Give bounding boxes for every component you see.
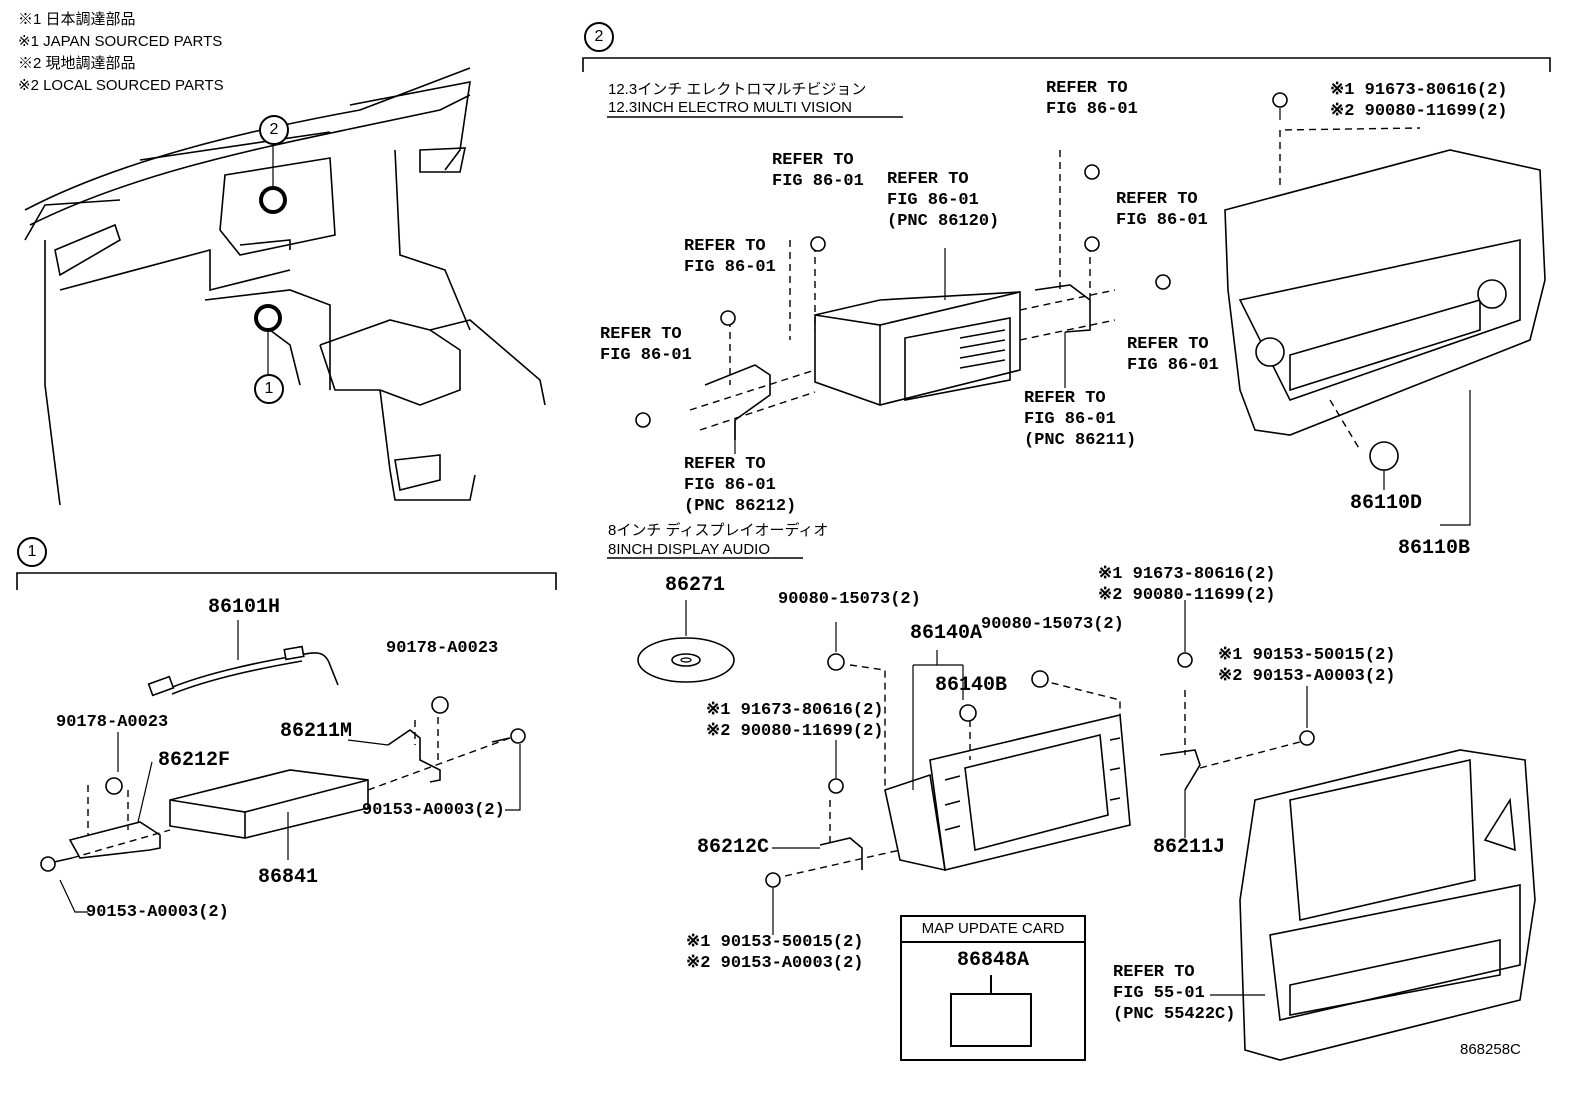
callout-2-dashboard: 2 (259, 115, 289, 145)
part-90153-A0003-left: 90153-A0003(2) (86, 903, 229, 922)
note-japan-en: ※1 JAPAN SOURCED PARTS (18, 33, 223, 50)
callout-1-dashboard: 1 (254, 374, 284, 404)
bolt-right-label: ※1 91673-80616(2)※2 90080-11699(2) (1098, 565, 1276, 605)
map-update-card-box: MAP UPDATE CARD 86848A (900, 915, 1086, 1061)
part-86212F: 86212F (158, 749, 231, 772)
caption-multi-vision-en: 12.3INCH ELECTRO MULTI VISION (608, 99, 852, 116)
note-local-en: ※2 LOCAL SOURCED PARTS (18, 77, 224, 94)
leader-line (990, 975, 992, 993)
map-update-card-title: MAP UPDATE CARD (902, 917, 1084, 943)
note-japan-jp: ※1 日本調達部品 (18, 11, 136, 28)
callout-1-section: 1 (17, 537, 47, 567)
dashboard-illustration (24, 67, 546, 506)
bolt-top-label: ※1 91673-80616(2)※2 90080-11699(2) (1330, 81, 1508, 121)
caption-multi-vision-jp: 12.3インチ エレクトロマルチビジョン (608, 81, 867, 98)
screw-left-label: ※1 90153-50015(2)※2 90153-A0003(2) (686, 933, 864, 973)
caption-display-audio-jp: 8インチ ディスプレイオーディオ (608, 522, 829, 539)
part-86271: 86271 (665, 574, 726, 597)
part-90080-15073-a: 90080-15073(2) (778, 590, 921, 609)
bolt-left-label: ※1 91673-80616(2)※2 90080-11699(2) (706, 701, 884, 741)
part-90178-A0023-top: 90178-A0023 (386, 639, 499, 658)
part-90080-15073-b: 90080-15073(2) (981, 615, 1124, 634)
part-86101H: 86101H (208, 596, 281, 619)
part-86841: 86841 (258, 866, 319, 889)
part-86140A: 86140A (910, 622, 983, 645)
part-86212C: 86212C (697, 836, 770, 859)
part-86110D: 86110D (1350, 492, 1423, 515)
part-90153-A0003-right: 90153-A0003(2) (362, 801, 505, 820)
part-90178-A0023-left: 90178-A0023 (56, 713, 169, 732)
part-86848A: 86848A (956, 949, 1029, 972)
caption-display-audio-en: 8INCH DISPLAY AUDIO (608, 541, 770, 558)
sd-card-icon (950, 993, 1032, 1047)
callout-2-section: 2 (584, 22, 614, 52)
part-86140B: 86140B (935, 674, 1008, 697)
part-86110B: 86110B (1398, 537, 1471, 560)
part-86211M: 86211M (280, 720, 353, 743)
screw-right-label: ※1 90153-50015(2)※2 90153-A0003(2) (1218, 646, 1396, 686)
drawing-id: 868258C (1460, 1041, 1521, 1058)
note-local-jp: ※2 現地調達部品 (18, 55, 136, 72)
part-86211J: 86211J (1153, 836, 1226, 859)
